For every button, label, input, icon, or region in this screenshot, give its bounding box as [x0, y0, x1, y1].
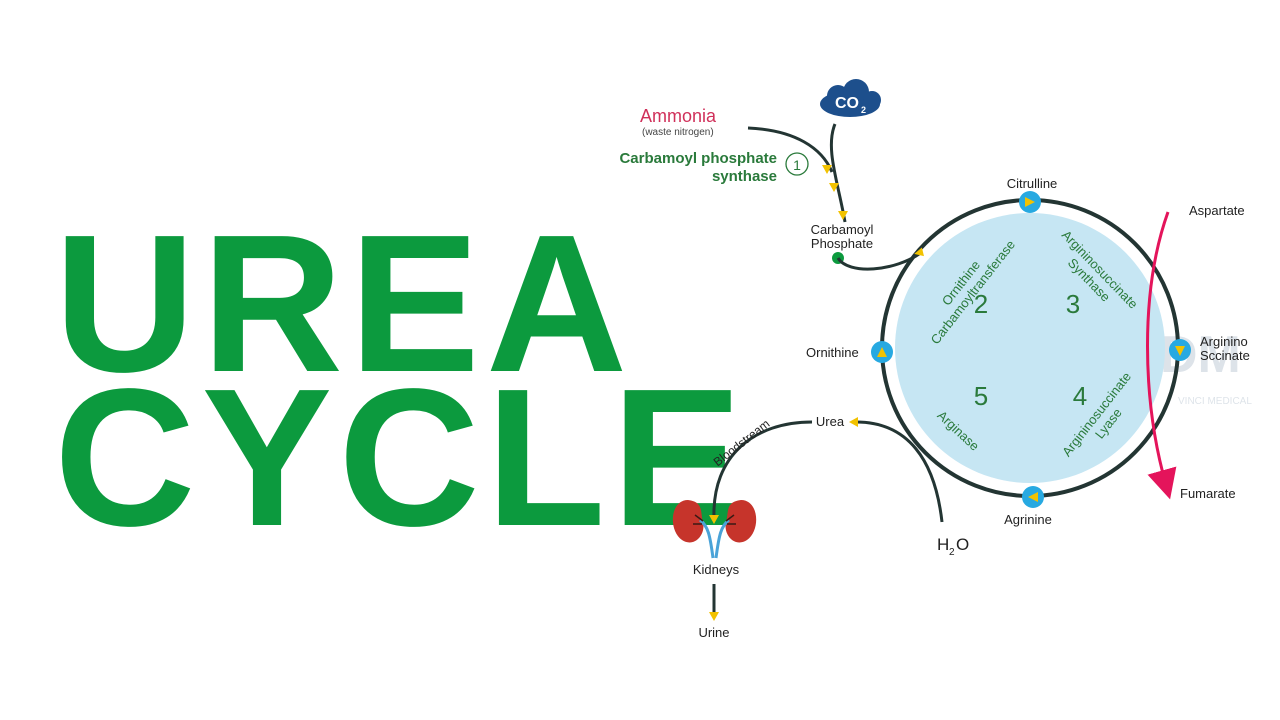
enzyme-1-number: 1 — [793, 157, 801, 173]
argininosuccinate-label-line1: Arginino — [1200, 334, 1248, 349]
watermark-text: VINCI MEDICAL — [1178, 396, 1252, 407]
water-label: H — [937, 535, 949, 554]
urine-label: Urine — [698, 625, 729, 640]
enzyme-5-number: 5 — [974, 381, 988, 411]
aspartate-fumarate-arrow — [1146, 211, 1177, 500]
ammonia-label: Ammonia — [640, 106, 717, 126]
enzyme-1-line2: synthase — [712, 168, 777, 185]
agrinine-node — [1022, 486, 1044, 508]
carbamoyl-phosphate-line1: Carbamoyl — [811, 222, 874, 237]
kidneys-label: Kidneys — [693, 562, 740, 577]
co2-label: CO — [835, 95, 859, 112]
argininosuccinate-label-line2: Sccinate — [1200, 348, 1250, 363]
aspartate-label: Aspartate — [1189, 203, 1245, 218]
fumarate-label: Fumarate — [1180, 486, 1236, 501]
arrowhead — [914, 247, 924, 257]
bloodstream-arrow — [712, 420, 813, 519]
enzyme-3-number: 3 — [1066, 289, 1080, 319]
arrowhead — [838, 211, 848, 220]
title-urea: UREA — [54, 194, 634, 413]
carbamoyl-to-cycle-arrow — [836, 250, 923, 271]
co2-subscript: 2 — [861, 105, 866, 115]
bloodstream-label: Bloodstream — [711, 417, 773, 470]
enzyme-1-line1: Carbamoyl phosphate — [619, 150, 777, 167]
arrowhead — [822, 165, 832, 174]
kidneys-icon — [672, 500, 757, 559]
water-urea-arrow — [855, 420, 944, 523]
urea-label: Urea — [816, 414, 845, 429]
argininosuccinate-node — [1169, 339, 1191, 361]
cycle-inner-fill — [895, 213, 1165, 483]
ammonia-note: (waste nitrogen) — [642, 127, 714, 138]
title-cycle: CYCLE — [54, 348, 749, 567]
citrulline-label: Citrulline — [1007, 176, 1058, 191]
arrowhead — [829, 183, 839, 192]
arrowhead — [709, 612, 719, 621]
bloodstream-label-group: Bloodstream — [711, 417, 773, 470]
ornithine-node — [871, 341, 893, 363]
water-label-o: O — [956, 535, 969, 554]
arrowhead — [709, 515, 719, 524]
carbamoyl-phosphate-line2: Phosphate — [811, 236, 873, 251]
co2-arrow — [829, 123, 847, 223]
water-subscript: 2 — [949, 547, 955, 558]
enzyme-4-number: 4 — [1073, 381, 1087, 411]
agrinine-label: Agrinine — [1004, 512, 1052, 527]
enzyme-2-number: 2 — [974, 289, 988, 319]
co2-cloud-icon: CO 2 — [820, 79, 881, 117]
ammonia-arrow — [747, 126, 834, 173]
arrowhead — [849, 417, 858, 427]
citrulline-node — [1019, 191, 1041, 213]
ornithine-label: Ornithine — [806, 345, 859, 360]
enzyme-1-number-badge — [785, 152, 809, 176]
